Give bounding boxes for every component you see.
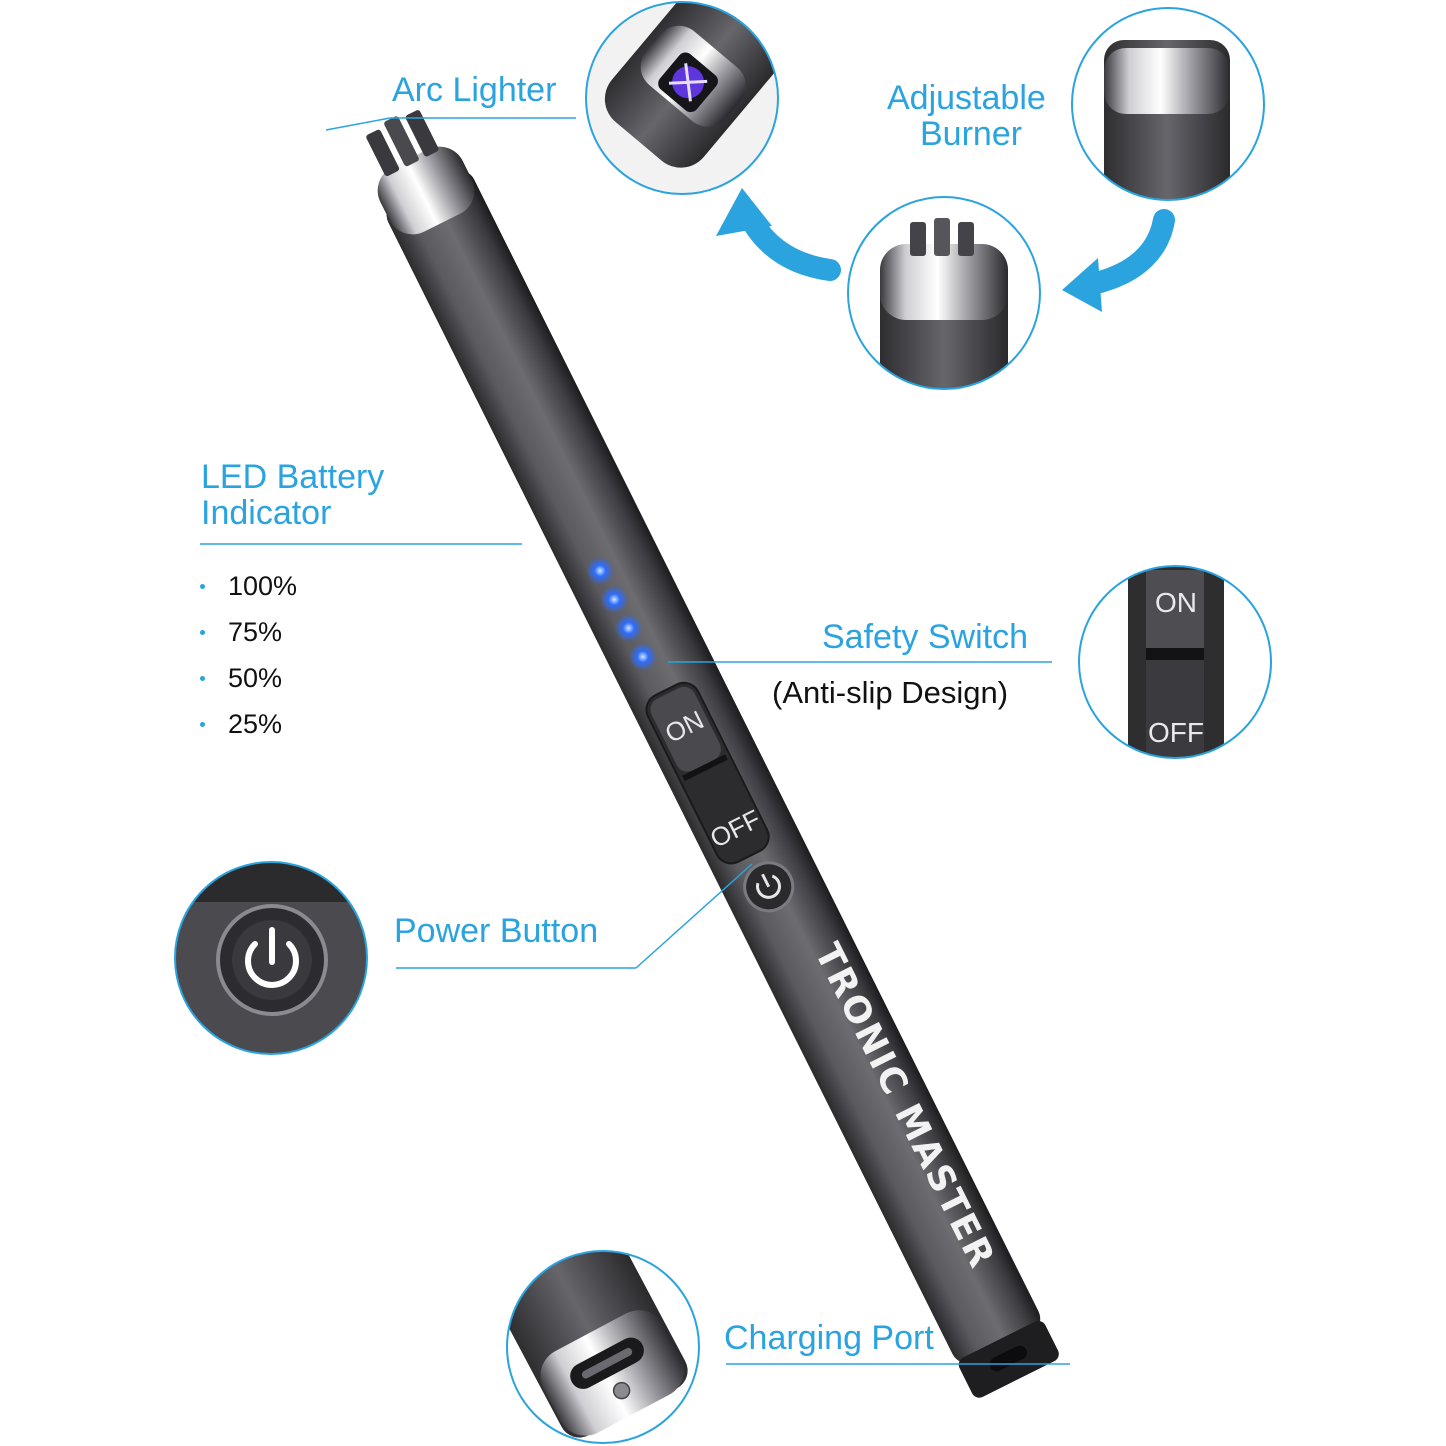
leader-lines [200, 117, 1070, 1365]
bullet-icon [200, 722, 205, 727]
adjustable-burner-detail [1072, 8, 1264, 200]
bullet-icon [200, 676, 205, 681]
battery-level-text: 50% [228, 663, 283, 693]
adjustable-burner-circle [1071, 7, 1265, 201]
battery-level-item: 25% [196, 704, 297, 750]
charging-port-detail [507, 1251, 699, 1443]
power-button-circle [174, 861, 368, 1055]
safety-switch-circle [1078, 565, 1272, 759]
arc-lighter-detail [586, 2, 778, 194]
safety-switch-label: Safety Switch [822, 618, 1028, 656]
body-safety-switch: ON OFF [645, 681, 770, 865]
charging-port-circle [506, 1250, 700, 1444]
battery-level-list: 100% 75% 50% 25% [196, 566, 297, 750]
bullet-icon [200, 584, 205, 589]
safety-switch-note: (Anti-slip Design) [772, 675, 1009, 710]
usb-c-port-icon [570, 1337, 644, 1389]
power-icon [245, 927, 299, 988]
led-battery-label-line1: LED Battery [201, 458, 385, 496]
body-power-button [743, 861, 795, 913]
detail-switch-off-text: OFF [1148, 717, 1204, 748]
power-button-detail [175, 862, 367, 1054]
battery-level-text: 75% [228, 617, 283, 647]
arc-lighter-label: Arc Lighter [392, 71, 557, 109]
adjustable-burner-label-line2: Burner [920, 115, 1023, 153]
led-battery-label-line2: Indicator [201, 494, 332, 532]
burner-middle-detail [848, 197, 1040, 389]
adjustable-burner-label-line1: Adjustable [887, 79, 1046, 117]
battery-level-text: 25% [228, 709, 283, 739]
battery-level-item: 100% [196, 566, 297, 612]
battery-leds [586, 556, 657, 671]
battery-level-item: 50% [196, 658, 297, 704]
safety-switch-detail: ON OFF [1079, 566, 1271, 758]
bullet-icon [200, 630, 205, 635]
arc-lighter-circle [585, 1, 779, 195]
curved-arrow-down-left-icon [1062, 209, 1175, 312]
detail-switch-on-text: ON [1155, 587, 1197, 618]
battery-level-item: 75% [196, 612, 297, 658]
battery-level-text: 100% [228, 571, 298, 601]
charging-port-label: Charging Port [724, 1319, 934, 1357]
burner-middle-circle [847, 196, 1041, 390]
curved-arrow-left-icon [716, 188, 841, 281]
power-button-label: Power Button [394, 912, 599, 950]
